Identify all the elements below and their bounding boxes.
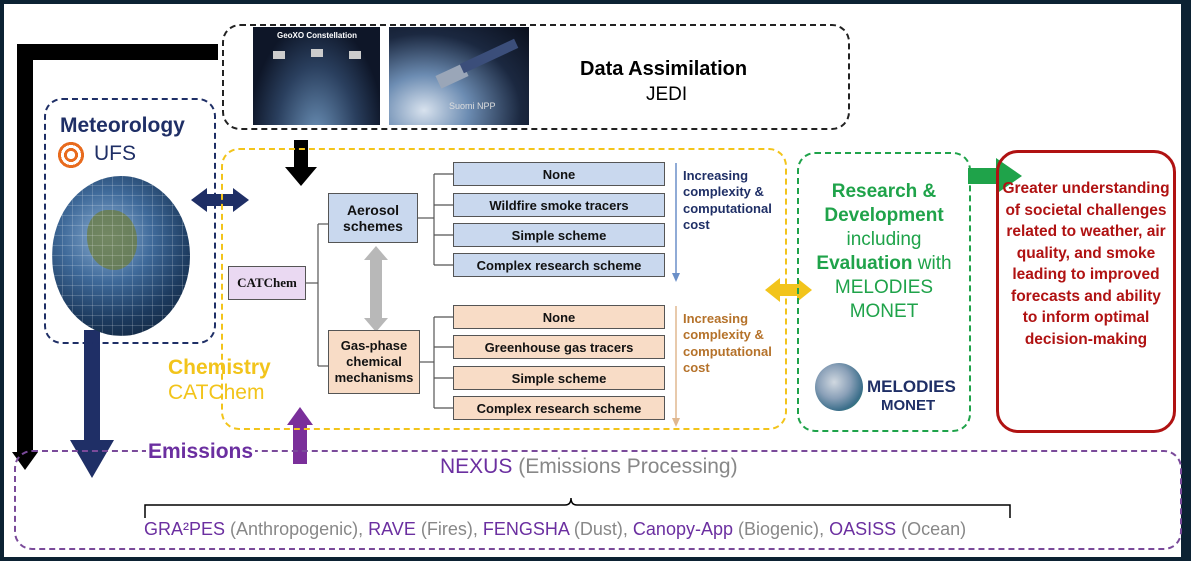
research-line-5: MELODIES — [834, 277, 934, 298]
emission-sources: GRA²PES (Anthropogenic), RAVE (Fires), F… — [144, 519, 967, 539]
source-canopy-desc: (Biogenic) — [738, 519, 820, 539]
source-oasiss-desc: (Ocean) — [901, 519, 967, 539]
research-box — [797, 152, 971, 432]
gas-trend-arrowhead — [672, 418, 680, 427]
globe-image — [52, 176, 190, 336]
source-gra2pes-name: GRA²PES — [144, 519, 226, 539]
research-line-1: Research & — [831, 181, 937, 202]
da-down-arrow-shaft — [294, 140, 308, 168]
emissions-chem-arrow-head — [287, 407, 313, 425]
data-assimilation-box — [222, 24, 850, 130]
data-assimilation-title: Data Assimilation — [580, 58, 748, 80]
research-line-6: MONET — [849, 301, 919, 322]
chem-research-double-arrow — [765, 278, 812, 302]
source-canopy-name: Canopy-App — [632, 519, 733, 539]
aerosol-option-none: None — [453, 162, 665, 186]
met-chem-double-arrow — [191, 188, 249, 212]
research-text: Research & Development including Evaluat… — [800, 180, 968, 324]
source-fengsha-name: FENGSHA — [482, 519, 569, 539]
chemistry-subtitle: CATChem — [168, 381, 265, 404]
nexus-description: (Emissions Processing) — [518, 455, 738, 478]
outcome-text: Greater understanding of societal challe… — [1002, 180, 1170, 348]
melodies-logo-line-1: MELODIES — [867, 377, 956, 396]
research-line-4: Evaluation with — [800, 252, 968, 276]
aerosol-option-wildfire: Wildfire smoke tracers — [453, 193, 665, 217]
nexus-brace — [144, 497, 1011, 518]
research-evaluation-word: Evaluation — [816, 253, 913, 274]
gas-option-simple: Simple scheme — [453, 366, 665, 390]
emissions-chem-arrow-shaft — [293, 424, 307, 464]
satellite-panel — [459, 38, 519, 74]
meteorology-title: Meteorology — [60, 114, 185, 137]
jedi-label: JEDI — [646, 84, 688, 105]
aerosol-trend-arrowhead — [672, 273, 680, 282]
gas-option-complex: Complex research scheme — [453, 396, 665, 420]
source-gra2pes-desc: (Anthropogenic) — [230, 519, 359, 539]
source-fengsha-desc: (Dust) — [573, 519, 623, 539]
black-feedback-line — [17, 44, 218, 455]
source-rave-desc: (Fires) — [420, 519, 473, 539]
met-emissions-arrow-head — [70, 440, 114, 478]
da-down-arrow-head — [285, 167, 317, 186]
globe-landmass — [87, 210, 137, 270]
nexus-title: NEXUS (Emissions Processing) — [440, 455, 738, 479]
chemistry-box — [221, 148, 787, 430]
emissions-title: Emissions — [146, 440, 256, 464]
research-line-2: Development — [824, 205, 944, 226]
gas-phase-box: Gas-phase chemical mechanisms — [328, 330, 420, 394]
satellite-icon-1 — [273, 51, 285, 59]
satellite-image: Suomi NPP — [389, 27, 529, 125]
catchem-box: CATChem — [228, 266, 306, 300]
nexus-name: NEXUS — [440, 455, 513, 478]
aerosol-gas-double-arrow — [364, 246, 388, 332]
globe-grid — [52, 176, 190, 336]
aerosol-option-complex: Complex research scheme — [453, 253, 665, 277]
research-with-word: with — [917, 253, 952, 274]
emissions-box — [14, 450, 1182, 550]
source-rave-name: RAVE — [368, 519, 416, 539]
outcome-box — [996, 150, 1176, 433]
research-line-3: including — [846, 229, 922, 250]
chemistry-title: Chemistry — [168, 356, 271, 379]
aerosol-schemes-box: Aerosol schemes — [328, 193, 418, 243]
geoxo-image-title: GeoXO Constellation — [276, 31, 357, 40]
meteorology-box — [44, 98, 216, 344]
met-emissions-arrow-shaft — [84, 330, 100, 442]
satellite-label: Suomi NPP — [449, 101, 496, 111]
melodies-monet-logo-icon — [815, 363, 863, 411]
aerosol-option-simple: Simple scheme — [453, 223, 665, 247]
gas-option-none: None — [453, 305, 665, 329]
source-oasiss-name: OASISS — [829, 519, 897, 539]
catchem-tree-lines — [306, 173, 453, 409]
gas-option-greenhouse: Greenhouse gas tracers — [453, 335, 665, 359]
ufs-label: UFS — [94, 142, 136, 165]
ufs-logo-icon — [56, 140, 86, 170]
satellite-icon-2 — [311, 49, 323, 57]
satellite-icon-3 — [349, 51, 361, 59]
melodies-logo-line-2: MONET — [881, 397, 936, 414]
geoxo-image: GeoXO Constellation — [253, 27, 380, 125]
gas-trend-text: Increasing complexity & computational co… — [683, 311, 772, 375]
aerosol-trend-text: Increasing complexity & computational co… — [683, 168, 772, 232]
